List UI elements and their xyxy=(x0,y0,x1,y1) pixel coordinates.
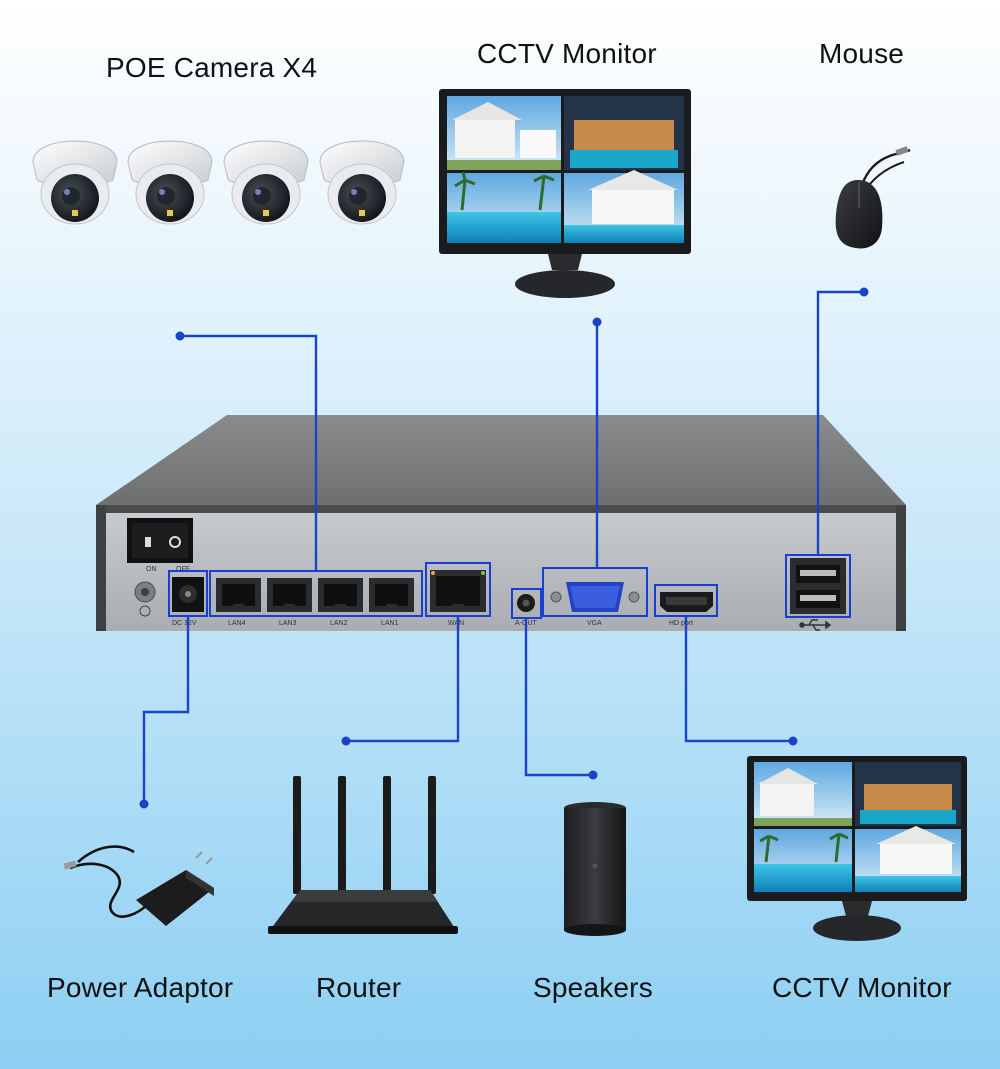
connector-dots xyxy=(139,287,869,809)
router-label: Router xyxy=(316,972,402,1003)
hdmi-port: HD port xyxy=(660,592,713,627)
monitor-bottom-screen xyxy=(754,762,961,892)
vga-highlight xyxy=(542,567,648,617)
hd-port-label: HD port xyxy=(669,620,693,627)
cctv-monitor-bottom xyxy=(747,756,967,941)
power-switch: ON OFF xyxy=(127,518,193,573)
speakers-label: Speakers xyxy=(533,972,653,1003)
vga-label: VGA xyxy=(587,620,602,627)
lan2-port: LAN2 xyxy=(318,578,363,627)
monitor-top-label: CCTV Monitor xyxy=(477,38,657,69)
lan-ports: LAN4 LAN3 LAN2 LAN1 xyxy=(216,578,414,627)
lan3-label: LAN3 xyxy=(279,620,297,627)
poe-camera-2 xyxy=(127,140,213,225)
poe-camera-3 xyxy=(223,140,309,225)
router-connector xyxy=(346,616,460,743)
nvr-recorder: ON OFF DC 12V LAN4 xyxy=(96,415,906,631)
lan1-label: LAN1 xyxy=(381,620,399,627)
ground-screw-icon xyxy=(134,581,156,617)
poe-camera-4 xyxy=(319,140,405,225)
camera-connector xyxy=(180,334,318,571)
power-connector xyxy=(142,616,190,804)
monitor-bottom-label: CCTV Monitor xyxy=(772,972,952,1003)
wan-label: WAN xyxy=(448,620,464,627)
lan4-label: LAN4 xyxy=(228,620,246,627)
lan2-label: LAN2 xyxy=(330,620,348,627)
poe-camera-1 xyxy=(32,140,118,225)
vga-port: VGA xyxy=(550,582,640,627)
mouse-label: Mouse xyxy=(819,38,905,69)
power-adaptor xyxy=(63,845,214,926)
power-adaptor-label: Power Adaptor xyxy=(47,972,234,1003)
usb-icon xyxy=(799,619,832,631)
connector-lines xyxy=(142,290,864,804)
speaker-connector xyxy=(524,618,593,777)
mouse-connector xyxy=(816,290,864,555)
mouse xyxy=(835,146,911,249)
cameras-label: POE Camera X4 xyxy=(106,52,318,83)
lan3-port: LAN3 xyxy=(267,578,312,627)
cctv-monitor-top xyxy=(439,89,691,298)
lan1-port: LAN1 xyxy=(369,578,414,627)
router xyxy=(268,776,458,934)
monitor-top-screen xyxy=(447,96,684,243)
speakers xyxy=(564,802,626,936)
dc-port: DC 12V xyxy=(172,577,204,627)
poe-camera-group xyxy=(32,140,405,225)
monitor-bottom-connector xyxy=(684,616,793,743)
switch-off-label: OFF xyxy=(176,566,190,573)
lan4-port: LAN4 xyxy=(216,578,261,627)
dc-label: DC 12V xyxy=(172,620,197,627)
usb-ports xyxy=(790,558,846,631)
switch-on-label: ON xyxy=(146,566,157,573)
wan-port: WAN xyxy=(430,570,486,627)
